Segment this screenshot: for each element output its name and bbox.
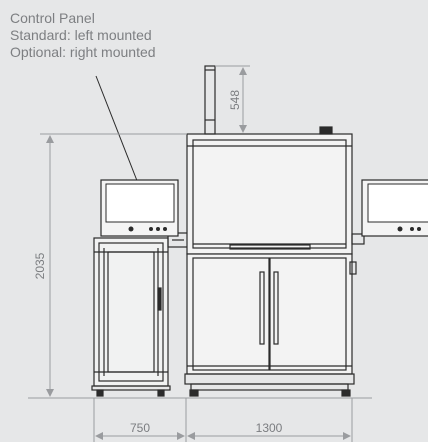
- dim-overall-height-label: 2035: [33, 252, 47, 279]
- control-panel-right-screen: [367, 183, 428, 223]
- dim-beacon-height: [215, 65, 250, 133]
- control-panel-left-screen: [105, 183, 175, 223]
- callout-leader: [95, 75, 144, 197]
- control-panel-right: [361, 179, 428, 237]
- signal-beacon: [204, 65, 216, 135]
- dim-left-width-label: 750: [130, 421, 150, 435]
- main-unit: [184, 126, 355, 397]
- control-panel-callout: Control Panel Standard: left mounted Opt…: [10, 10, 156, 61]
- control-panel-left: [100, 179, 179, 237]
- callout-title: Control Panel: [10, 10, 95, 26]
- right-side-fittings: [349, 233, 365, 275]
- dim-main-width-label: 1300: [256, 421, 283, 435]
- callout-optional: Optional: right mounted: [10, 44, 156, 60]
- left-cabinet: [91, 237, 171, 397]
- dim-overall-height: [40, 133, 187, 397]
- callout-standard: Standard: left mounted: [10, 27, 152, 43]
- dim-beacon-height-label: 548: [228, 90, 242, 110]
- dim-widths: [93, 398, 353, 442]
